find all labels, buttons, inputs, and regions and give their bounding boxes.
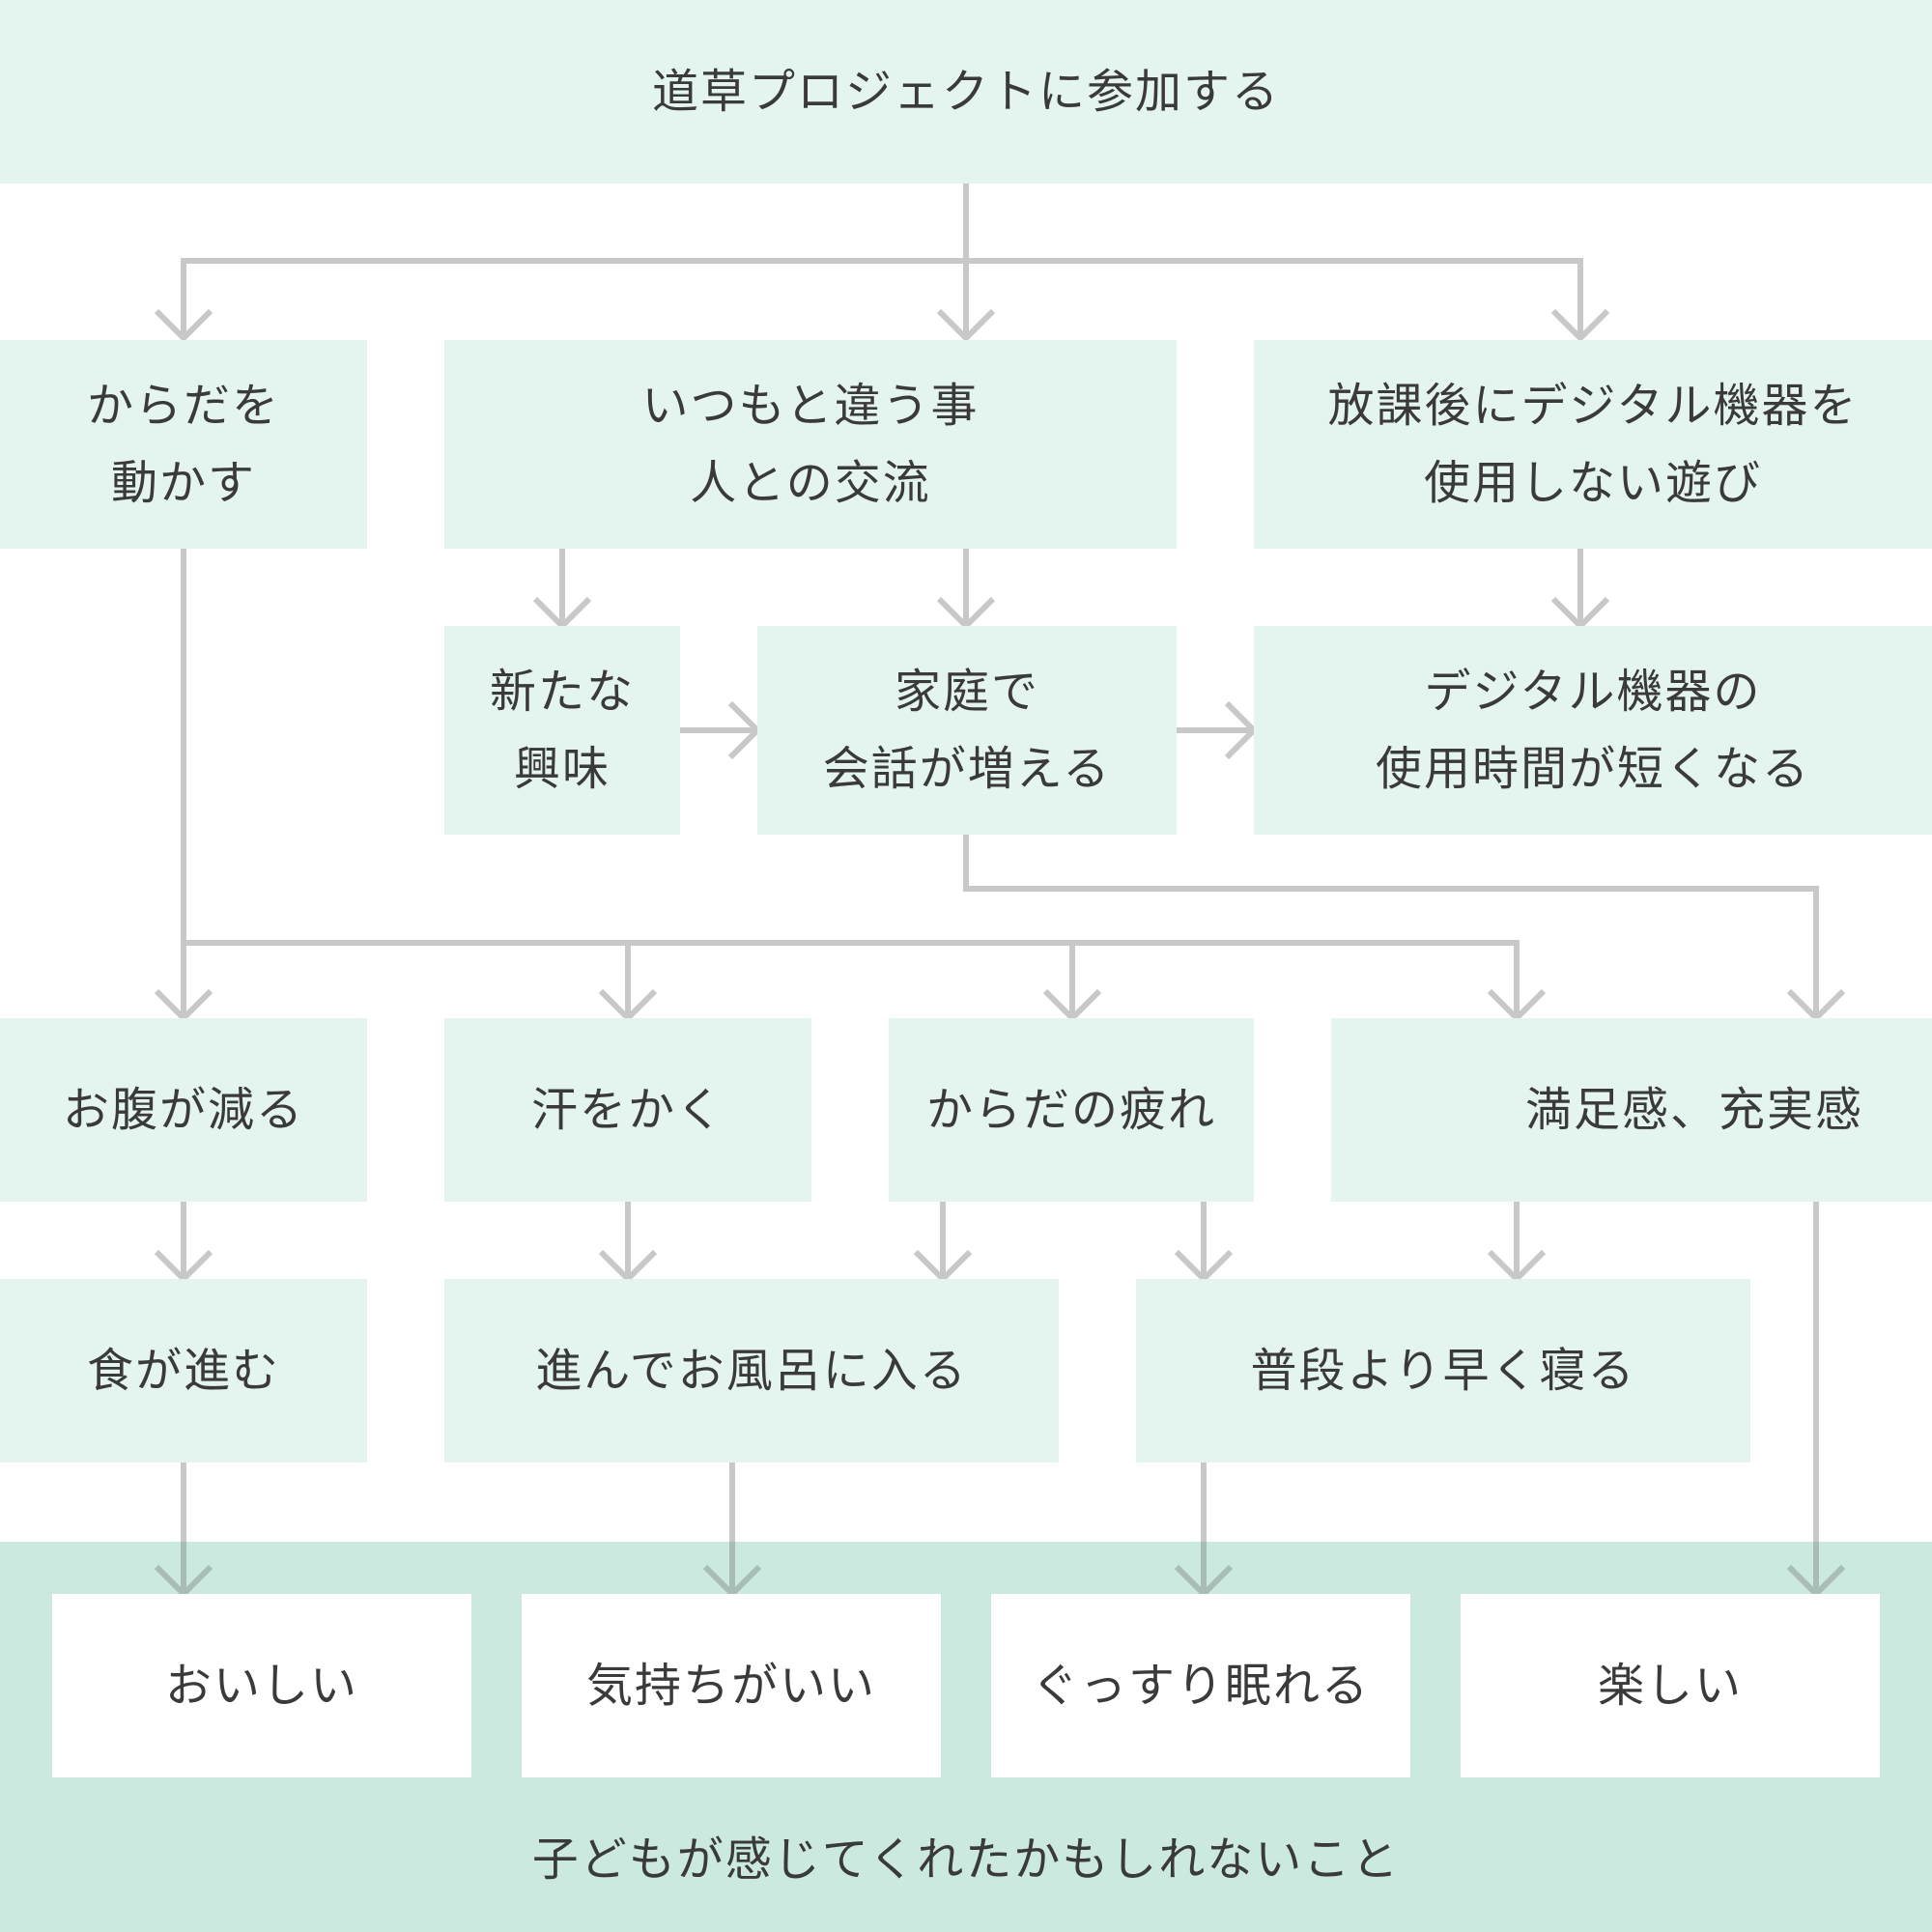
outcome-sleep-well: ぐっすり眠れる	[991, 1594, 1410, 1777]
outcome-tasty-label: おいしい	[164, 1659, 358, 1713]
node-new-interest-line2: 興味	[513, 742, 611, 796]
node-different-experience-line1: いつもと違う事	[641, 379, 980, 433]
node-hungry: お腹が減る	[0, 1018, 367, 1202]
node-move-body: からだを 動かす	[0, 340, 367, 549]
node-satisfaction: 満足感、充実感	[1331, 1018, 1932, 1202]
node-different-experience: いつもと違う事 人との交流	[444, 340, 1177, 549]
node-appetite-label: 食が進む	[86, 1344, 280, 1398]
node-new-interest: 新たな 興味	[444, 626, 680, 835]
node-move-body-line1: からだを	[86, 379, 280, 433]
node-early-sleep-label: 普段より早く寝る	[1250, 1344, 1636, 1398]
arrowhead-down	[154, 308, 213, 343]
arrowhead-down	[936, 308, 996, 343]
node-hungry-label: お腹が減る	[62, 1083, 304, 1137]
node-no-digital-play-line1: 放課後にデジタル機器を	[1327, 379, 1859, 433]
arrowhead-down	[1550, 308, 1610, 343]
node-bath: 進んでお風呂に入る	[444, 1279, 1059, 1463]
node-appetite: 食が進む	[0, 1279, 367, 1463]
node-less-digital-line1: デジタル機器の	[1424, 665, 1762, 719]
node-satisfaction-label: 満足感、充実感	[1524, 1083, 1863, 1137]
node-sweat: 汗をかく	[444, 1018, 811, 1202]
node-move-body-line2: 動かす	[110, 456, 256, 510]
node-family-talk-line1: 家庭で	[894, 665, 1039, 719]
node-join-project-label: 道草プロジェクトに参加する	[651, 65, 1280, 119]
node-sweat-label: 汗をかく	[530, 1083, 724, 1137]
footer-caption: 子どもが感じてくれたかもしれないこと	[0, 1797, 1932, 1913]
node-no-digital-play: 放課後にデジタル機器を 使用しない遊び	[1254, 340, 1932, 549]
node-tired: からだの疲れ	[889, 1018, 1254, 1202]
node-new-interest-line1: 新たな	[489, 665, 635, 719]
footer-caption-text: 子どもが感じてくれたかもしれないこと	[531, 1833, 1401, 1887]
node-bath-label: 進んでお風呂に入る	[535, 1344, 968, 1398]
outcome-fun: 楽しい	[1461, 1594, 1880, 1777]
node-no-digital-play-line2: 使用しない遊び	[1423, 456, 1762, 510]
node-family-talk-line2: 会話が増える	[822, 742, 1112, 796]
outcome-feels-good-label: 気持ちがいい	[585, 1659, 876, 1713]
node-join-project: 道草プロジェクトに参加する	[0, 0, 1932, 184]
connector-talk-to-satisfaction	[963, 835, 1819, 1018]
connector-move-body-branch	[184, 940, 1520, 1018]
node-different-experience-line2: 人との交流	[690, 456, 931, 510]
outcome-feels-good: 気持ちがいい	[522, 1594, 941, 1777]
node-less-digital-line2: 使用時間が短くなる	[1375, 742, 1810, 796]
connector-top-branch	[181, 258, 1583, 338]
outcome-tasty: おいしい	[52, 1594, 471, 1777]
node-family-talk: 家庭で 会話が増える	[757, 626, 1177, 835]
outcome-sleep-well-label: ぐっすり眠れる	[1031, 1659, 1370, 1713]
node-less-digital: デジタル機器の 使用時間が短くなる	[1254, 626, 1932, 835]
outcome-fun-label: 楽しい	[1597, 1659, 1743, 1713]
node-early-sleep: 普段より早く寝る	[1136, 1279, 1750, 1463]
node-tired-label: からだの疲れ	[925, 1083, 1216, 1137]
